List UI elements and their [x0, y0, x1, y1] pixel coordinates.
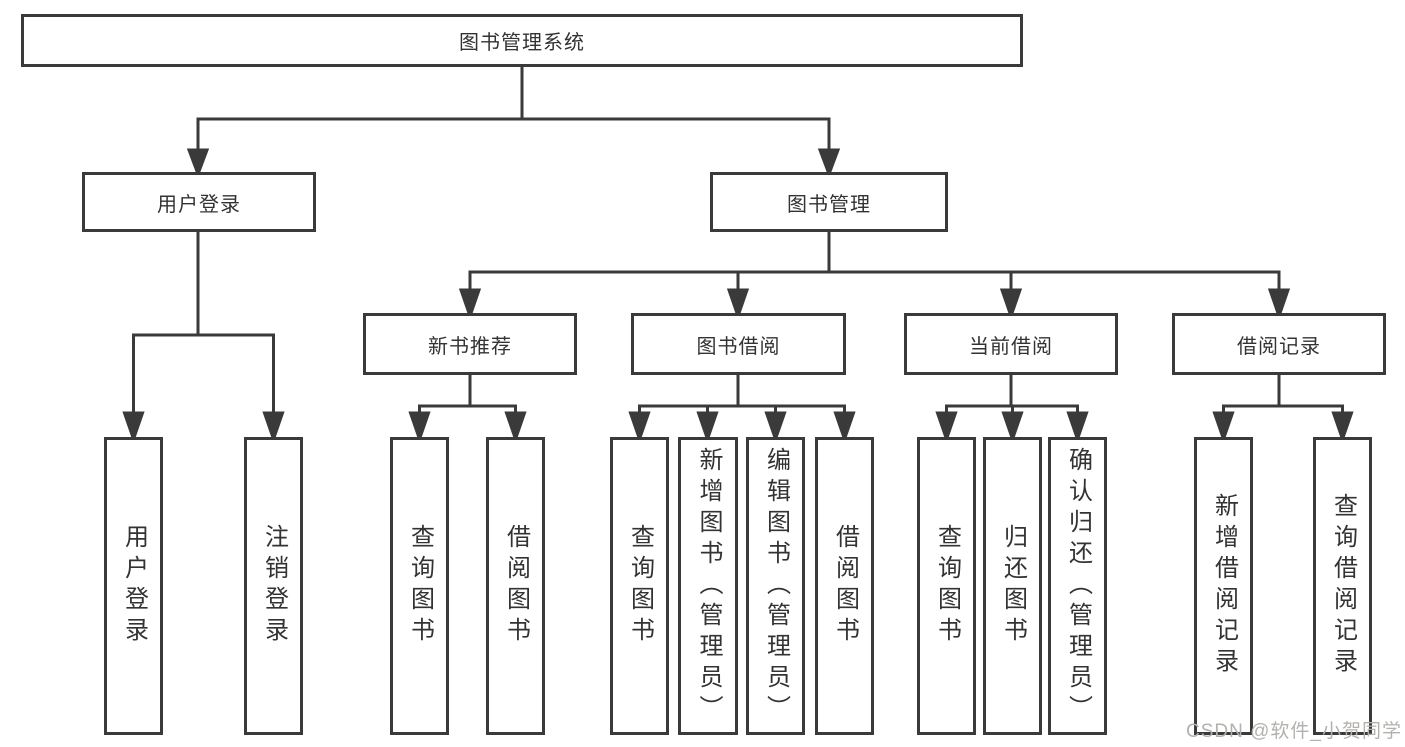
- node-label: 借阅图书: [502, 524, 530, 648]
- node-label: 图书管理: [787, 193, 871, 216]
- arrowhead: [262, 411, 285, 444]
- arrowhead: [999, 288, 1023, 321]
- node-label: 查询图书: [626, 524, 654, 648]
- leaf-borrow-books-recommend: 借阅图书: [486, 437, 545, 735]
- arrowhead: [408, 411, 431, 444]
- connector-book-management-branch: [458, 229, 1291, 321]
- node-label: 借阅图书: [831, 524, 859, 648]
- arrowhead: [1001, 411, 1024, 444]
- leaf-query-books-recommend: 查询图书: [390, 437, 449, 735]
- node-borrowing-records: 借阅记录: [1172, 313, 1386, 375]
- leaf-user-login: 用户登录: [104, 437, 163, 735]
- node-label: 查询图书: [933, 524, 961, 648]
- leaf-logout: 注销登录: [244, 437, 303, 735]
- node-label: 编辑图书（管理员）: [762, 446, 790, 726]
- node-label: 新增图书（管理员）: [695, 446, 722, 726]
- leaf-query-books-borrowing: 查询图书: [610, 437, 669, 735]
- arrowhead: [1212, 411, 1235, 444]
- node-label: 借阅记录: [1237, 335, 1321, 358]
- node-user-login: 用户登录: [82, 172, 316, 232]
- arrowhead: [764, 411, 787, 444]
- node-label: 用户登录: [120, 524, 148, 648]
- connector-root-to-level2: [186, 65, 841, 179]
- connector-user-login-branch: [122, 229, 285, 444]
- connector-new-book-recommend-branch: [408, 372, 527, 444]
- arrowhead: [504, 411, 527, 444]
- node-current-borrowing: 当前借阅: [904, 313, 1118, 375]
- leaf-query-books-current: 查询图书: [917, 437, 976, 735]
- leaf-confirm-return-admin: 确认归还（管理员）: [1048, 437, 1107, 735]
- arrowhead: [122, 411, 145, 444]
- leaf-query-borrow-record: 查询借阅记录: [1313, 437, 1372, 735]
- arrowhead: [696, 411, 719, 444]
- arrowhead: [186, 148, 210, 179]
- arrowhead: [935, 411, 958, 444]
- arrowhead: [833, 411, 856, 444]
- node-label: 图书借阅: [696, 335, 781, 358]
- leaf-borrow-books-borrowing: 借阅图书: [815, 437, 874, 735]
- arrowhead: [1267, 288, 1291, 321]
- node-label: 注销登录: [260, 524, 288, 648]
- node-label: 归还图书: [999, 524, 1027, 648]
- node-label: 新增借阅记录: [1210, 493, 1238, 679]
- arrowhead: [628, 411, 651, 444]
- node-book-borrowing: 图书借阅: [631, 313, 846, 375]
- leaf-edit-books-admin: 编辑图书（管理员）: [746, 437, 805, 735]
- arrowhead: [817, 148, 841, 179]
- node-root: 图书管理系统: [21, 14, 1023, 67]
- arrowhead: [1331, 411, 1354, 444]
- csdn-watermark: CSDN @软件_小贺同学: [1186, 721, 1402, 742]
- arrowhead: [458, 288, 482, 321]
- node-book-management: 图书管理: [710, 172, 948, 232]
- connector-borrowing-records-branch: [1212, 372, 1354, 444]
- node-label: 当前借阅: [969, 335, 1053, 358]
- node-label: 新书推荐: [428, 335, 512, 358]
- node-label: 查询图书: [406, 524, 434, 648]
- arrowhead: [1066, 411, 1089, 444]
- node-label: 用户登录: [157, 193, 241, 216]
- node-new-book-recommend: 新书推荐: [363, 313, 577, 375]
- arrowhead: [726, 288, 750, 321]
- leaf-add-borrow-record: 新增借阅记录: [1194, 437, 1253, 735]
- leaf-add-books-admin: 新增图书（管理员）: [678, 437, 738, 735]
- connector-book-borrowing-branch: [628, 372, 856, 444]
- node-label: 查询借阅记录: [1329, 493, 1357, 679]
- node-label: 确认归还（管理员）: [1064, 446, 1092, 726]
- connector-current-borrowing-branch: [935, 372, 1089, 444]
- leaf-return-books: 归还图书: [983, 437, 1042, 735]
- node-label: 图书管理系统: [459, 32, 585, 54]
